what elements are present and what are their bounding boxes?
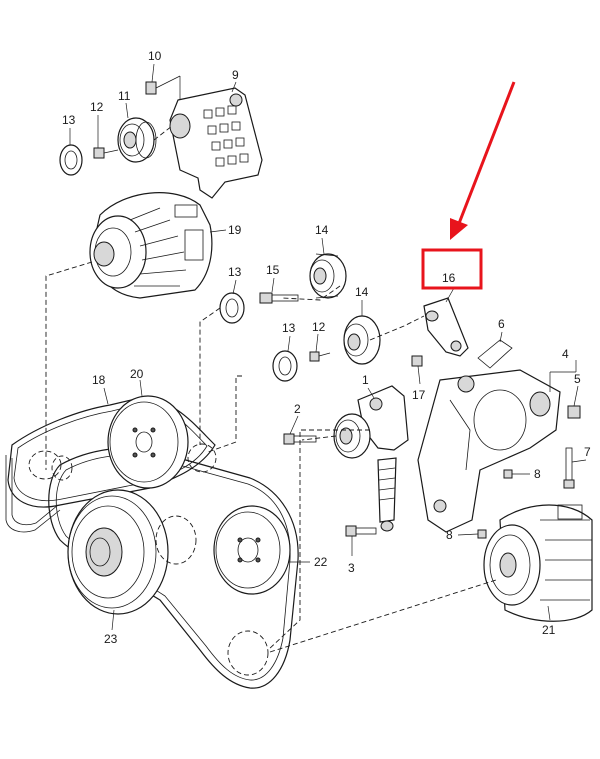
highlight-arrow-head bbox=[450, 218, 468, 240]
callout-22: 22 bbox=[314, 555, 328, 569]
highlight-box bbox=[421, 248, 483, 290]
callout-4: 4 bbox=[562, 347, 569, 361]
callout-1: 1 bbox=[362, 373, 369, 387]
callout-18: 18 bbox=[92, 373, 106, 387]
bracket-16 bbox=[423, 297, 469, 357]
callout-14-top: 14 bbox=[315, 223, 329, 237]
callout-labels: 10 9 13 12 11 19 14 13 15 16 14 6 13 12 … bbox=[62, 49, 591, 646]
bolt-3 bbox=[345, 525, 377, 537]
gasket-6 bbox=[477, 339, 513, 369]
callout-10: 10 bbox=[148, 49, 162, 63]
callout-11: 11 bbox=[118, 89, 131, 103]
leader-lines bbox=[69, 63, 587, 631]
nut-8-upper bbox=[503, 469, 513, 479]
bolt-12-top bbox=[93, 147, 119, 159]
callout-23: 23 bbox=[104, 632, 118, 646]
callout-8-lower: 8 bbox=[446, 528, 453, 542]
callout-15: 15 bbox=[266, 263, 280, 277]
callout-9: 9 bbox=[232, 68, 239, 82]
pulley-20 bbox=[107, 395, 189, 489]
callout-16: 16 bbox=[442, 271, 456, 285]
pulley-11 bbox=[117, 117, 173, 163]
alternator-19 bbox=[89, 192, 213, 299]
belt-contact-markers bbox=[28, 443, 269, 676]
highlight-annotation bbox=[421, 81, 516, 290]
washer-13-middle bbox=[219, 292, 245, 324]
ac-compressor-21 bbox=[483, 504, 593, 622]
callout-17: 17 bbox=[412, 388, 426, 402]
callout-3: 3 bbox=[348, 561, 355, 575]
callout-8-upper: 8 bbox=[534, 467, 541, 481]
callout-12-top: 12 bbox=[90, 100, 104, 114]
alignment-lines bbox=[45, 261, 497, 653]
callout-13-middle: 13 bbox=[228, 265, 242, 279]
crank-pulley-23 bbox=[67, 489, 169, 615]
belt-18 bbox=[5, 397, 216, 533]
callout-5: 5 bbox=[574, 372, 581, 386]
callout-20: 20 bbox=[130, 367, 144, 381]
callout-2: 2 bbox=[294, 402, 301, 416]
idler-pulley-14-top bbox=[309, 253, 347, 299]
bolt-12-middle bbox=[309, 351, 331, 362]
bolt-7 bbox=[563, 447, 575, 489]
tensioner-1 bbox=[333, 385, 409, 532]
compressor-mounting-bracket bbox=[417, 369, 561, 533]
washer-13-top bbox=[59, 144, 83, 176]
pulley-22 bbox=[213, 505, 291, 595]
bolt-10 bbox=[145, 75, 181, 100]
callout-6: 6 bbox=[498, 317, 505, 331]
highlight-arrow-shaft bbox=[456, 81, 516, 227]
washer-13-lower bbox=[272, 350, 298, 382]
sleeve-5 bbox=[567, 405, 581, 419]
callout-12-middle: 12 bbox=[312, 320, 326, 334]
callout-13-lower: 13 bbox=[282, 321, 296, 335]
callout-7: 7 bbox=[584, 445, 591, 459]
callout-14-lower: 14 bbox=[355, 285, 369, 299]
idler-pulley-14-lower bbox=[343, 315, 381, 365]
bolt-2 bbox=[283, 433, 317, 445]
callout-19: 19 bbox=[228, 223, 242, 237]
bolt-17 bbox=[411, 355, 423, 367]
bolt-15 bbox=[259, 292, 299, 304]
bracket-9 bbox=[169, 87, 263, 199]
callout-21: 21 bbox=[542, 623, 556, 637]
callout-13-top: 13 bbox=[62, 113, 76, 127]
nut-8-lower bbox=[477, 529, 487, 539]
